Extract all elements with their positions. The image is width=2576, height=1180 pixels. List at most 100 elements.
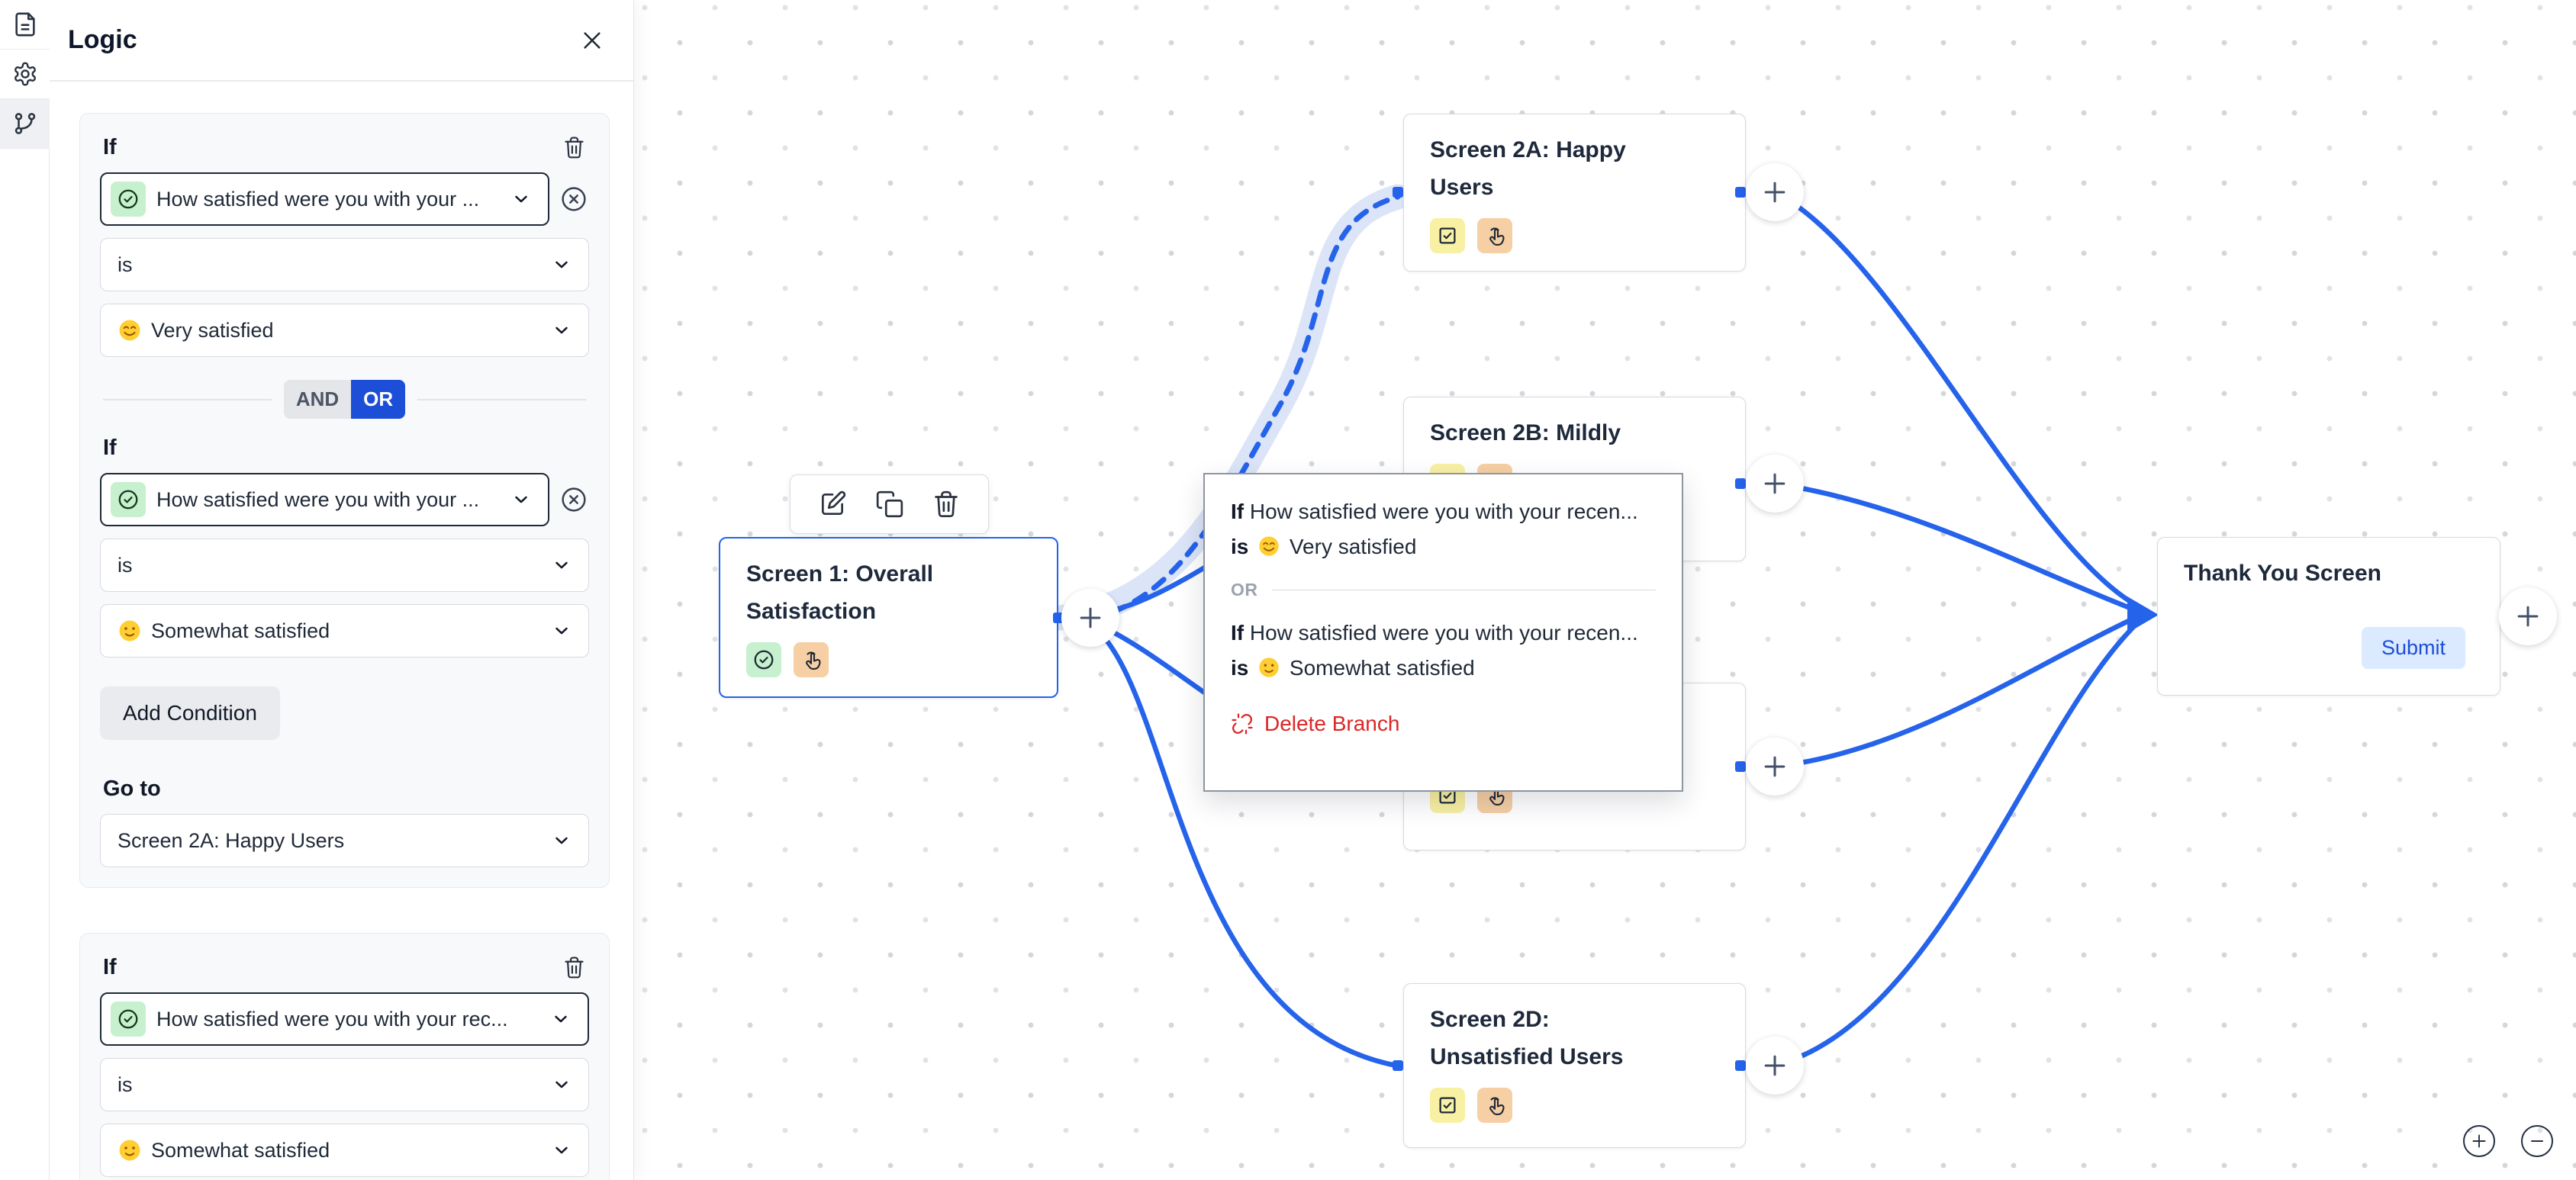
- if-label: If: [103, 436, 117, 460]
- chevron-down-icon: [552, 1075, 572, 1095]
- join-or-option[interactable]: OR: [351, 380, 406, 419]
- submit-button[interactable]: Submit: [2361, 627, 2465, 669]
- tap-action-chip: [794, 642, 829, 677]
- logic-panel: Logic If How satisfied were you with you…: [50, 0, 634, 1180]
- value-select[interactable]: Very satisfied: [100, 304, 589, 357]
- operator-select[interactable]: is: [100, 539, 589, 592]
- delete-rule-button[interactable]: [562, 956, 586, 979]
- question-select[interactable]: How satisfied were you with your ...: [100, 172, 549, 226]
- delete-node-button[interactable]: [932, 490, 961, 519]
- rail-item-logic[interactable]: [0, 99, 50, 149]
- add-node-button-screen-2a[interactable]: [1746, 163, 1804, 221]
- operator-select[interactable]: is: [100, 1058, 589, 1111]
- plus-icon: [2470, 1132, 2488, 1150]
- smiling-face-emoji-icon: [1257, 535, 1280, 558]
- chevron-down-icon: [552, 831, 572, 850]
- check-circle-icon: [111, 1002, 146, 1037]
- edit-icon: [818, 490, 847, 519]
- rail-item-settings[interactable]: [0, 50, 50, 99]
- source-handle-screen-2b[interactable]: [1735, 478, 1746, 489]
- panel-title: Logic: [68, 25, 137, 54]
- node-title: Thank You Screen: [2184, 561, 2381, 586]
- add-node-button-screen-2d[interactable]: [1746, 1037, 1804, 1095]
- target-handle-screen-2d[interactable]: [1393, 1060, 1403, 1071]
- rail-item-pages[interactable]: [0, 0, 50, 50]
- question-select[interactable]: How satisfied were you with your ...: [100, 473, 549, 526]
- tap-icon: [1483, 1094, 1506, 1117]
- if-label: If: [103, 955, 117, 979]
- join-and-option[interactable]: AND: [283, 380, 352, 419]
- slightly-smiling-emoji-icon: [118, 1138, 142, 1162]
- goto-label: Go to: [103, 776, 161, 801]
- popup-or-divider: OR: [1231, 580, 1656, 600]
- add-condition-button[interactable]: Add Condition: [100, 686, 280, 740]
- checkbox-icon: [1436, 1094, 1459, 1117]
- popup-condition-1-value: is Very satisfied: [1231, 535, 1417, 558]
- delete-branch-button[interactable]: Delete Branch: [1231, 712, 1656, 736]
- node-toolbar: [790, 474, 989, 534]
- duplicate-node-button[interactable]: [875, 490, 904, 519]
- add-node-button-thank-you[interactable]: [2499, 587, 2557, 645]
- delete-rule-button[interactable]: [562, 136, 586, 159]
- checkbox-question-chip: [1430, 1088, 1465, 1123]
- node-title: Screen 2D: Unsatisfied Users: [1430, 1007, 1624, 1069]
- slightly-smiling-emoji-icon: [1257, 656, 1280, 679]
- value-select[interactable]: Somewhat satisfied: [100, 604, 589, 658]
- plus-icon: [2513, 602, 2542, 631]
- branch-summary-popup: If How satisfied were you with your rece…: [1203, 473, 1683, 792]
- source-handle-screen-2d[interactable]: [1735, 1060, 1746, 1071]
- trash-icon: [932, 490, 961, 519]
- check-circle-icon: [752, 648, 775, 671]
- x-circle-icon: [559, 484, 589, 515]
- tap-action-chip: [1477, 218, 1512, 253]
- check-circle-icon: [111, 182, 146, 217]
- chevron-down-icon: [552, 621, 572, 641]
- chevron-down-icon: [552, 320, 572, 340]
- question-select[interactable]: How satisfied were you with your rec...: [100, 992, 589, 1046]
- trash-icon: [562, 136, 586, 159]
- copy-icon: [875, 490, 904, 519]
- add-node-button-screen-2b[interactable]: [1746, 455, 1804, 513]
- check-circle-icon: [111, 482, 146, 517]
- popup-condition-1: If How satisfied were you with your rece…: [1231, 500, 1638, 523]
- chevron-down-icon: [552, 255, 572, 275]
- checkbox-question-chip: [1430, 218, 1465, 253]
- remove-condition-button[interactable]: [559, 184, 589, 214]
- document-icon: [12, 11, 38, 37]
- target-handle-screen-2a[interactable]: [1393, 187, 1403, 198]
- goto-select[interactable]: Screen 2A: Happy Users: [100, 814, 589, 867]
- left-icon-rail: [0, 0, 50, 1180]
- remove-condition-button[interactable]: [559, 484, 589, 515]
- value-select[interactable]: Somewhat satisfied: [100, 1124, 589, 1177]
- if-label: If: [103, 135, 117, 159]
- operator-select[interactable]: is: [100, 238, 589, 291]
- chevron-down-icon: [552, 1140, 572, 1160]
- plus-icon: [1760, 752, 1789, 781]
- add-node-button-screen-2c[interactable]: [1746, 738, 1804, 796]
- smiling-face-emoji-icon: [118, 318, 142, 342]
- plus-icon: [1076, 603, 1105, 632]
- branch-icon: [12, 111, 38, 137]
- zoom-in-button[interactable]: [2463, 1125, 2495, 1157]
- source-handle-screen-2a[interactable]: [1735, 187, 1746, 198]
- gear-icon: [12, 61, 38, 87]
- tap-action-chip: [1477, 1088, 1512, 1123]
- edit-node-button[interactable]: [818, 490, 847, 519]
- zoom-out-button[interactable]: [2521, 1125, 2553, 1157]
- unlink-icon: [1231, 712, 1254, 735]
- check-question-chip: [746, 642, 781, 677]
- close-panel-button[interactable]: [575, 24, 609, 57]
- node-screen-2a[interactable]: Screen 2A: Happy Users: [1403, 114, 1746, 272]
- slightly-smiling-emoji-icon: [118, 619, 142, 643]
- chevron-down-icon: [511, 490, 531, 510]
- add-branch-button-screen-1[interactable]: [1061, 589, 1119, 647]
- popup-condition-2: If How satisfied were you with your rece…: [1231, 621, 1638, 645]
- node-screen-2d[interactable]: Screen 2D: Unsatisfied Users: [1403, 983, 1746, 1148]
- trash-icon: [562, 956, 586, 979]
- condition-join-toggle: AND OR: [103, 380, 586, 419]
- node-thank-you[interactable]: Thank You Screen Submit: [2157, 537, 2500, 696]
- minus-icon: [2528, 1132, 2546, 1150]
- source-handle-screen-2c[interactable]: [1735, 761, 1746, 772]
- node-screen-1[interactable]: Screen 1: Overall Satisfaction: [719, 537, 1058, 698]
